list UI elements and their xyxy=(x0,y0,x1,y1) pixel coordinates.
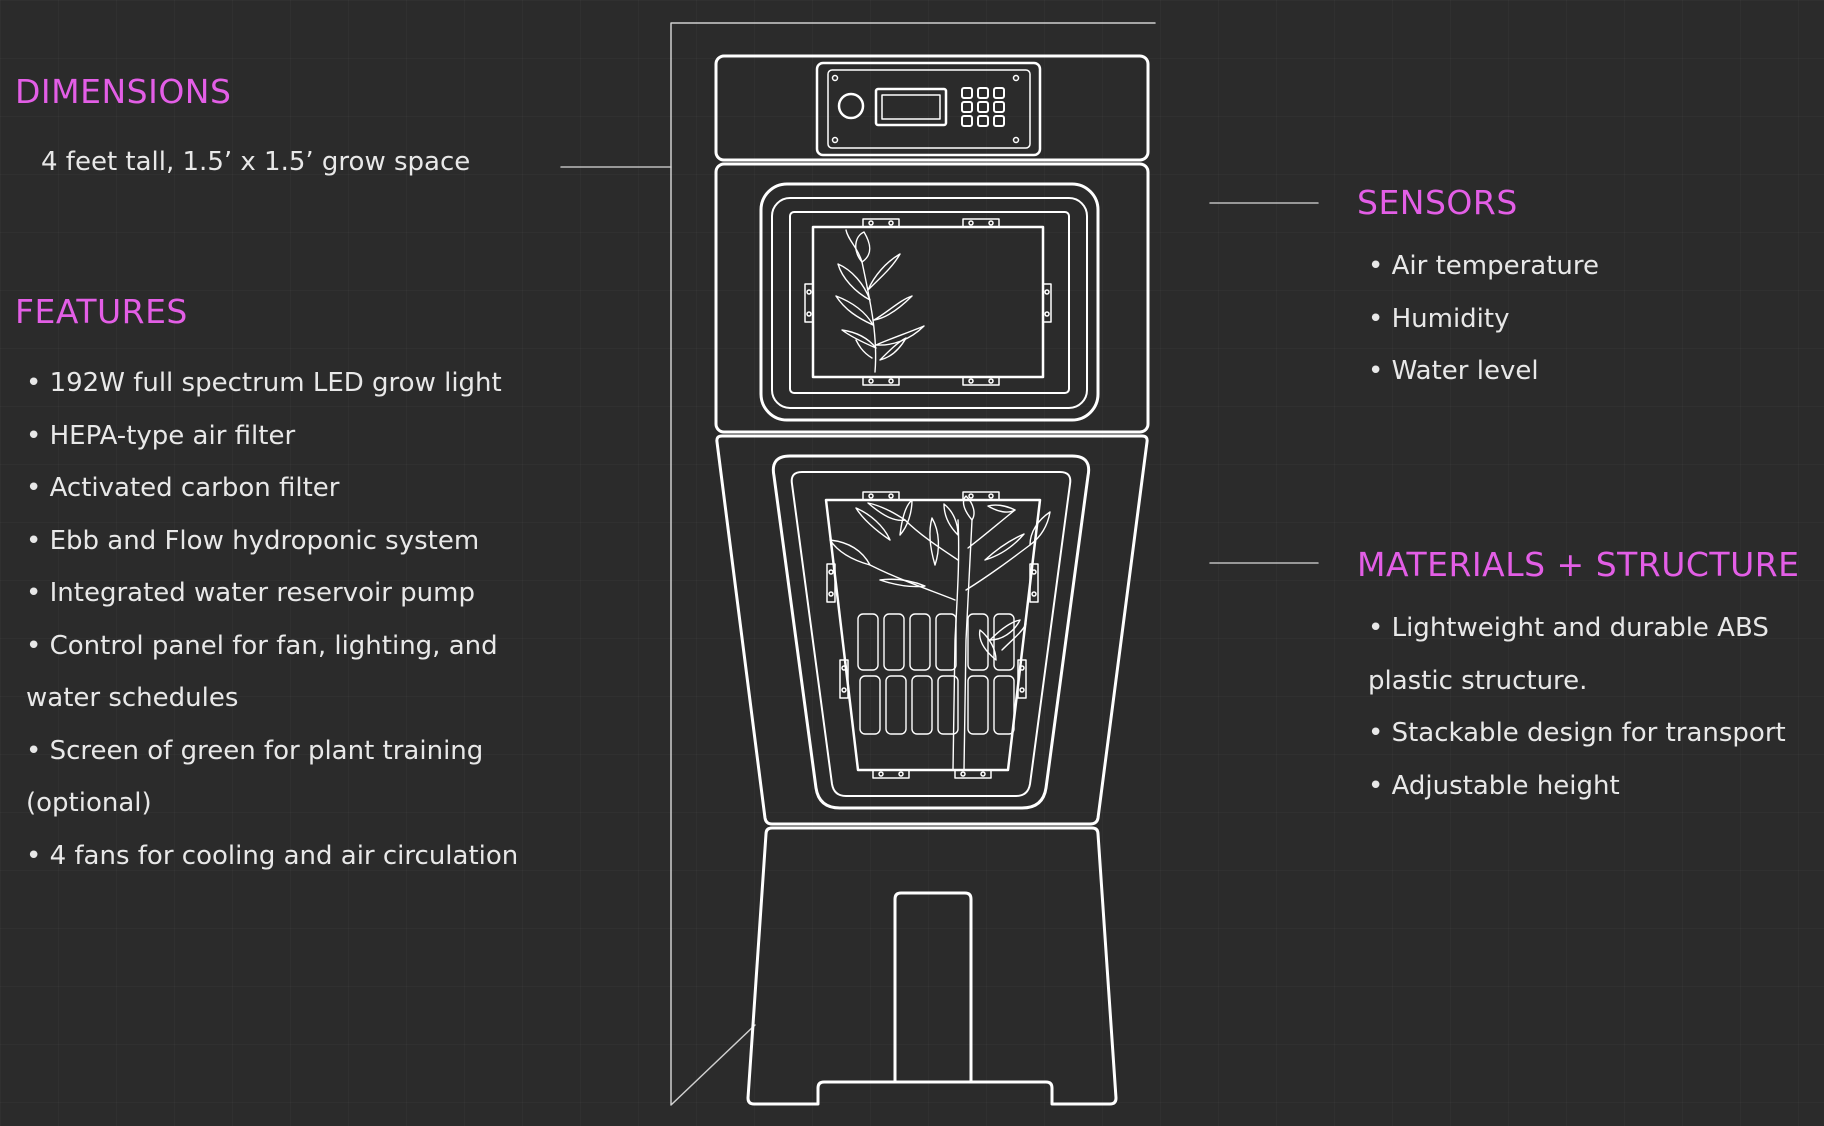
material-item: • Stackable design for transport xyxy=(1368,718,1786,748)
feature-item-continuation: (optional) xyxy=(26,788,152,818)
plant-tray-cells xyxy=(857,613,1015,735)
panel-screws xyxy=(831,74,1020,144)
height-bracket xyxy=(670,22,1156,1106)
lower-chamber xyxy=(715,434,1149,826)
sensor-item: • Water level xyxy=(1368,356,1539,386)
upper-plant-sketch xyxy=(835,229,925,373)
upper-window-hinges xyxy=(804,218,1052,386)
dimensions-text: 4 feet tall, 1.5’ x 1.5’ grow space xyxy=(41,147,471,177)
feature-item: • HEPA-type air filter xyxy=(26,420,296,451)
sensor-item: • Humidity xyxy=(1368,303,1510,334)
height-dimension-line xyxy=(670,22,1156,1106)
upper-window-frame xyxy=(789,211,1070,394)
control-module xyxy=(714,54,1150,162)
features-list: • 192W full spectrum LED grow light • HE… xyxy=(26,357,518,882)
display-screen-inner xyxy=(881,94,941,120)
upper-chamber-door xyxy=(759,182,1100,422)
materials-heading: MATERIALS + STRUCTURE xyxy=(1357,545,1800,584)
feature-item: • 192W full spectrum LED grow light xyxy=(26,368,502,398)
base-stand-body xyxy=(746,826,1118,1106)
control-panel-inner xyxy=(827,69,1031,149)
feature-item: • Activated carbon filter xyxy=(26,473,340,503)
keypad xyxy=(961,87,1005,127)
feature-item: • Ebb and Flow hydroponic system xyxy=(26,525,480,556)
lower-plant-sketch xyxy=(829,495,1051,771)
features-heading: FEATURES xyxy=(15,292,188,331)
lower-chamber-door-inner xyxy=(790,471,1072,797)
leader-lines xyxy=(560,166,1319,564)
lower-chamber-body xyxy=(715,434,1149,826)
feature-item: • Control panel for fan, lighting, and xyxy=(26,630,498,661)
upper-chamber-body xyxy=(714,162,1150,434)
control-panel xyxy=(815,61,1042,157)
sensors-list: • Air temperature • Humidity • Water lev… xyxy=(1368,240,1599,398)
base-stand-cutout xyxy=(893,891,973,1084)
material-item-continuation: plastic structure. xyxy=(1368,665,1588,696)
material-item: • Adjustable height xyxy=(1368,770,1620,801)
feature-item-continuation: water schedules xyxy=(26,683,239,713)
material-item: • Lightweight and durable ABS xyxy=(1368,613,1769,643)
feature-item: • 4 fans for cooling and air circulation xyxy=(26,840,519,871)
base-stand xyxy=(746,826,1118,1106)
lower-window-hinges xyxy=(826,491,1039,779)
materials-list: • Lightweight and durable ABS plastic st… xyxy=(1368,602,1786,812)
feature-item: • Screen of green for plant training xyxy=(26,735,484,766)
sensors-heading: SENSORS xyxy=(1357,183,1518,222)
upper-chamber-door-inner xyxy=(771,197,1088,409)
control-module-body xyxy=(714,54,1150,162)
feature-item: • Integrated water reservoir pump xyxy=(26,578,475,608)
lower-chamber-door xyxy=(771,454,1091,810)
upper-chamber xyxy=(714,162,1150,434)
display-screen xyxy=(874,87,948,127)
power-knob xyxy=(837,92,865,120)
sensor-item: • Air temperature xyxy=(1368,251,1599,281)
upper-window xyxy=(811,225,1045,379)
dimensions-heading: DIMENSIONS xyxy=(15,72,232,111)
